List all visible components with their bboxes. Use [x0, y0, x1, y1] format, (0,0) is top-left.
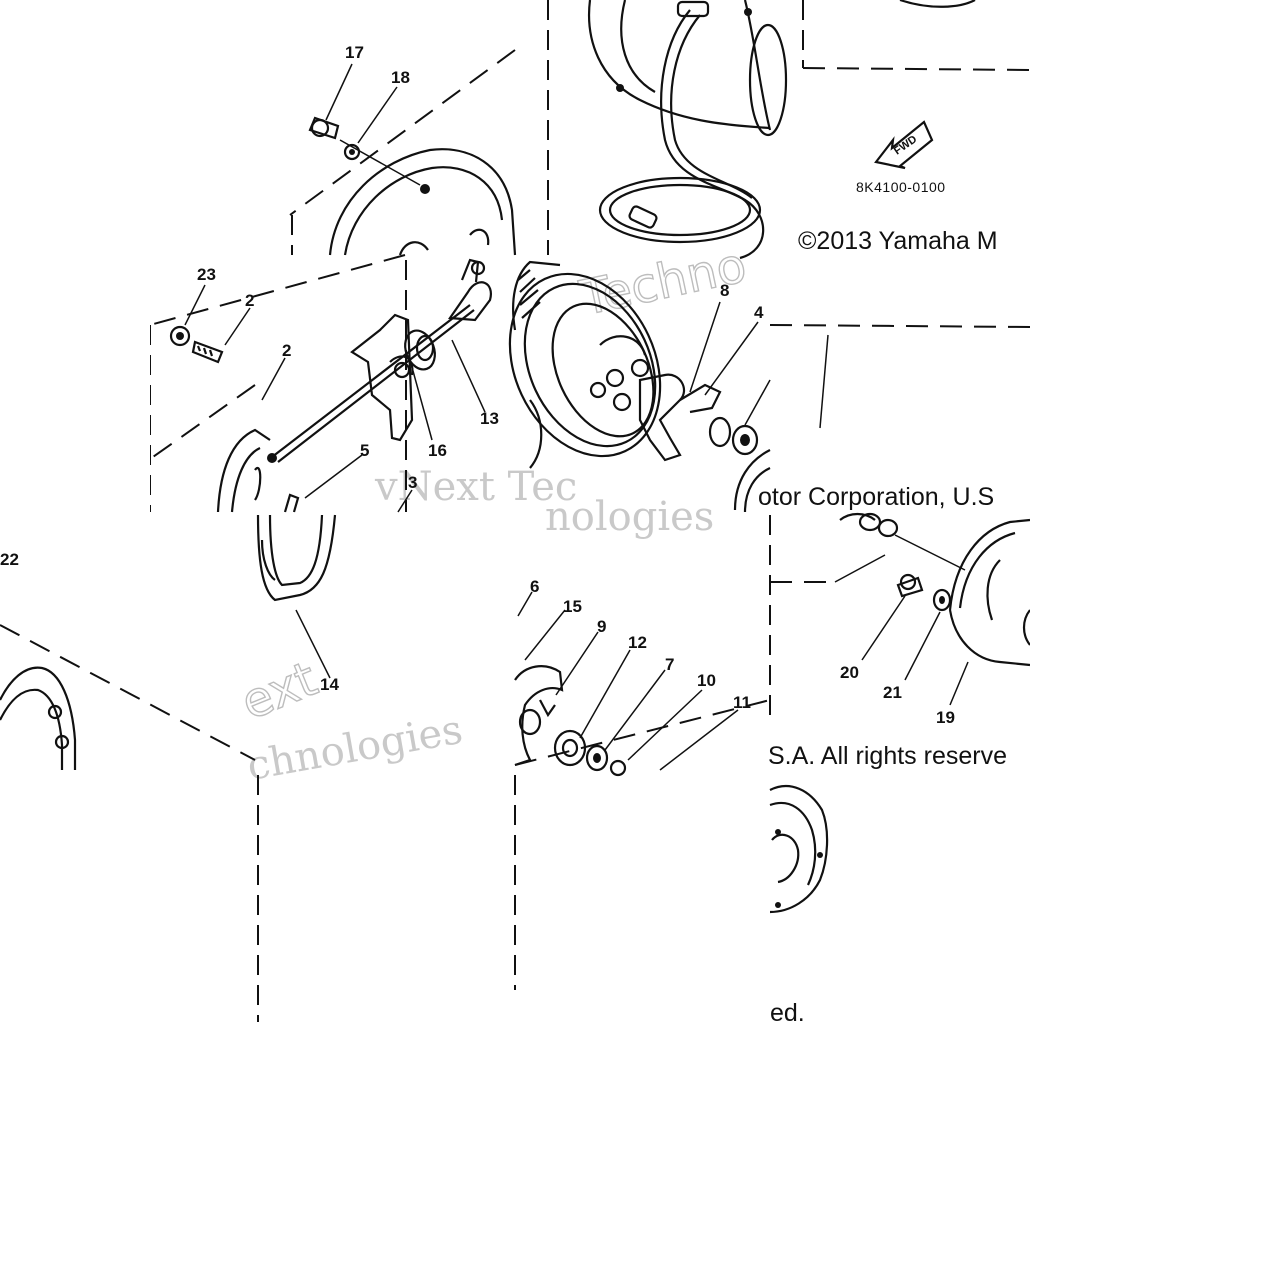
watermark-text-1: vNext Tec	[374, 464, 577, 510]
callout-15: 15	[563, 597, 582, 616]
callout-2b: 2	[282, 341, 291, 360]
copyright-line-1: ©2013 Yamaha M	[798, 227, 998, 255]
fwd-arrow: FWD	[874, 120, 934, 170]
callout-6: 6	[530, 577, 539, 596]
callout-12: 12	[628, 633, 647, 652]
callout-10: 10	[697, 671, 716, 690]
callout-9: 9	[597, 617, 606, 636]
callout-20: 20	[840, 663, 859, 682]
watermark-text-4: ext	[234, 651, 325, 731]
callout-22: 22	[0, 550, 19, 569]
lower-right-housing	[769, 785, 829, 914]
watermark: vNext Tec Techno nologies ext chnologies	[233, 236, 752, 789]
callout-23: 23	[197, 265, 216, 284]
callout-21: 21	[883, 683, 902, 702]
callout-16: 16	[428, 441, 447, 460]
copyright-line-4: ed.	[770, 999, 805, 1027]
upper-cover-assembly	[588, 0, 788, 260]
right-cover-cup	[839, 512, 1031, 667]
callout-7: 7	[665, 655, 674, 674]
washer-stack	[514, 665, 627, 777]
callout-18: 18	[391, 68, 410, 87]
lower-left-gasket	[0, 666, 77, 770]
callout-5: 5	[360, 441, 369, 460]
copyright-line-2: otor Corporation, U.S	[758, 483, 994, 511]
callout-8: 8	[720, 281, 729, 300]
copyright-line-3: S.A. All rights reserve	[768, 742, 1007, 770]
callout-14: 14	[320, 675, 339, 694]
callout-2a: 2	[245, 291, 254, 310]
part-number: 8K4100-0100	[856, 179, 946, 195]
watermark-text-3: nologies	[545, 494, 714, 540]
dashed-guides	[0, 0, 1031, 1022]
callout-13: 13	[480, 409, 499, 428]
callout-3: 3	[408, 473, 417, 492]
callout-labels: 17 18 23 2 2 16 13 5 3 8 4 22 14 6 15 9 …	[0, 43, 955, 727]
callout-4: 4	[754, 303, 764, 322]
handle-grip	[256, 514, 337, 679]
starter-housing-left	[308, 116, 517, 256]
callout-11: 11	[733, 693, 751, 712]
recoil-pulley	[508, 260, 771, 513]
callout-19: 19	[936, 708, 955, 727]
callout-17: 17	[345, 43, 364, 62]
